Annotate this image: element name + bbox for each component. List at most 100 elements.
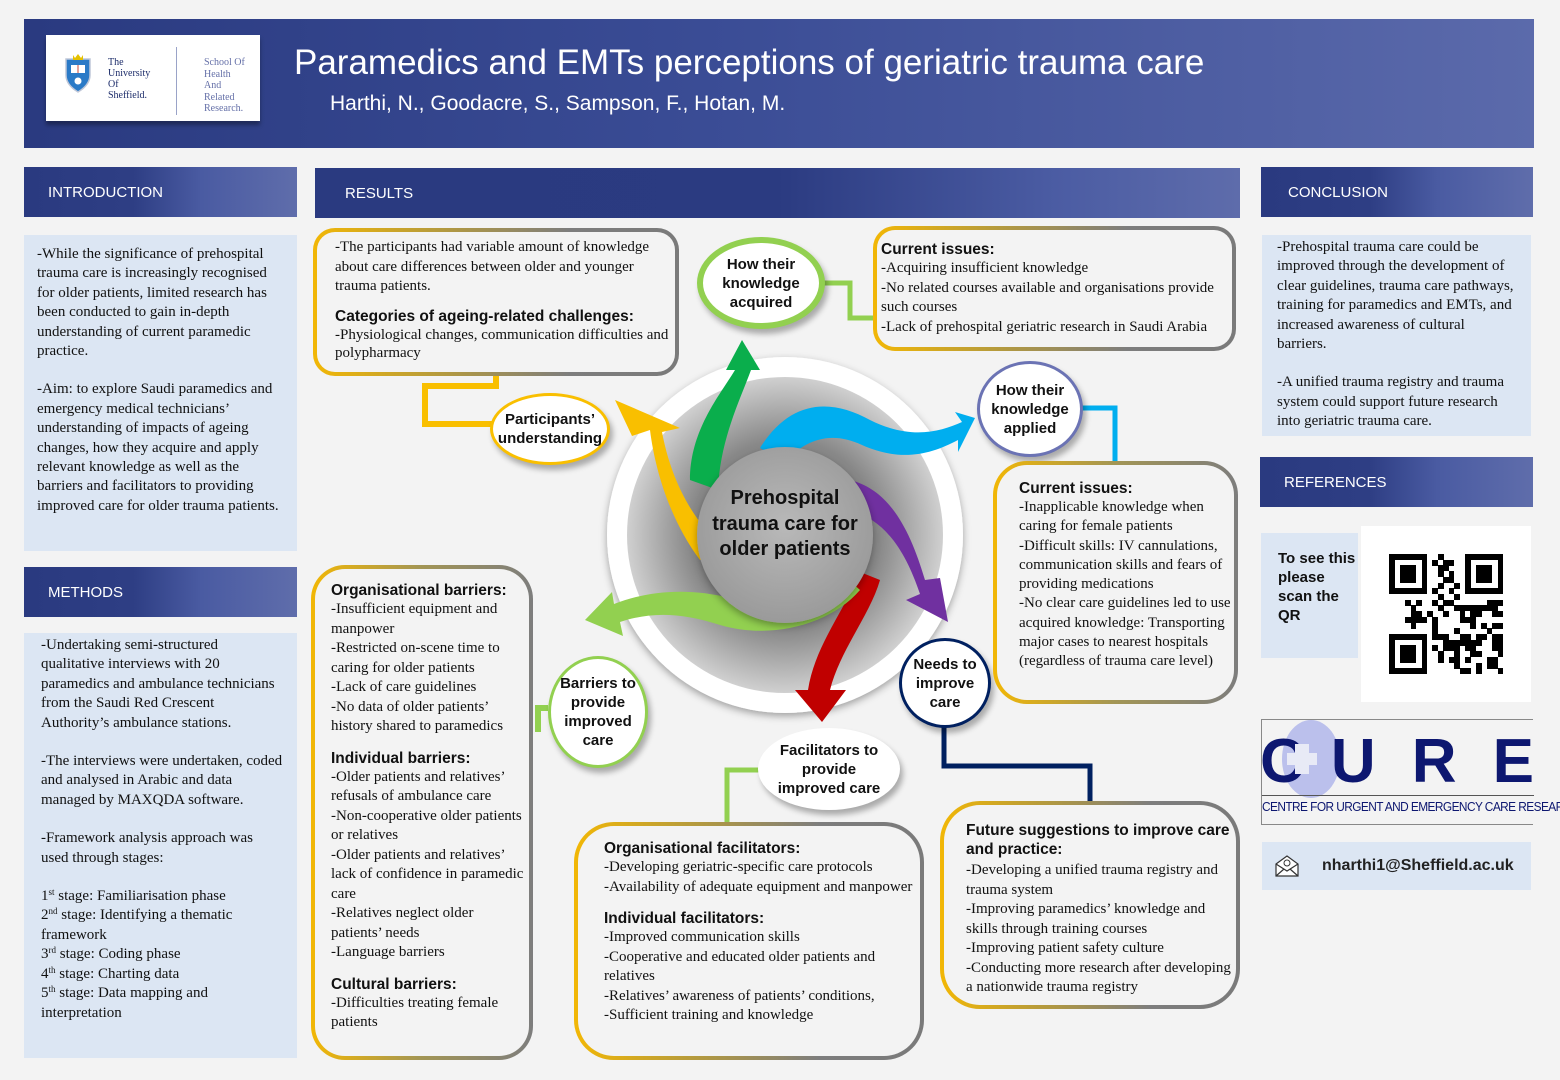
qr-module [1465,634,1471,640]
qr-module [1432,588,1439,595]
qr-module [1421,554,1428,560]
qr-module [1405,599,1411,606]
connector-applied [1082,405,1118,466]
qr-module [1459,616,1466,623]
qr-module [1492,554,1498,560]
arrow-purple [850,480,948,622]
qr-module [1492,662,1498,669]
qr-module [1470,588,1477,595]
qr-module [1389,582,1395,589]
qr-module [1399,565,1406,572]
qr-module [1410,656,1417,663]
node-label: Facilitators to provide improved care [777,741,881,797]
barriers-group-heading: Cultural barriers: [331,975,457,993]
university-name: The University Of Sheffield. [108,57,150,101]
cure-logo: C U R E CENTRE FOR URGENT AND EMERGENCY … [1260,719,1560,825]
qr-module [1421,662,1428,669]
qr-module [1410,616,1417,623]
qr-module [1459,668,1466,675]
qr-module [1416,588,1422,595]
qr-module [1405,656,1411,663]
qr-module [1448,599,1455,606]
qr-module [1421,651,1428,658]
connector-acquired [822,280,880,321]
qr-module [1486,571,1493,578]
qr-module [1465,559,1471,566]
qr-module [1459,634,1466,640]
logo-line: Health [204,68,231,80]
qr-module [1410,651,1417,658]
qr-module [1486,588,1493,595]
logo-line: Sheffield. [108,90,147,101]
facilitators-box: Organisational facilitators: -Developing… [574,822,924,1060]
cure-divider [1262,795,1534,796]
qr-module [1497,582,1504,589]
acquired-item: -Lack of prehospital geriatric research … [881,318,1208,335]
qr-module [1492,622,1498,629]
methods-panel: -Undertaking semi-structured qualitative… [24,633,297,1058]
poster-authors: Harthi, N., Goodacre, S., Sampson, F., H… [330,92,786,115]
facilitators-item: -Cooperative and educated older patients… [604,948,876,985]
qr-module [1475,662,1482,669]
qr-module [1443,599,1449,606]
qr-module [1470,639,1477,646]
qr-module [1454,605,1460,612]
qr-module [1437,594,1444,600]
qr-module [1470,651,1477,658]
qr-module [1492,588,1498,595]
university-logo: The University Of Sheffield. School Of H… [46,35,260,121]
qr-module [1470,611,1477,618]
node-label: Barriers to provide improved care [560,675,636,749]
qr-module [1405,576,1411,583]
qr-module [1481,571,1487,578]
conclusion-paragraph: -A unified trauma registry and trauma sy… [1277,374,1505,430]
qr-module [1497,668,1504,675]
cure-letter: E [1492,726,1534,796]
university-shield-icon [65,54,91,93]
qr-module [1405,588,1411,595]
barriers-group-heading: Organisational barriers: [331,582,507,599]
introduction-paragraph: -Aim: to explore Saudi paramedics and em… [37,381,279,514]
qr-module [1459,605,1466,612]
qr-module [1410,576,1417,583]
understanding-box: -The participants had variable amount of… [313,228,679,376]
conclusion-panel: -Prehospital trauma care could be improv… [1262,235,1531,436]
applied-item: -No clear care guidelines led to use acq… [1019,595,1231,670]
qr-module [1421,565,1428,572]
methods-stage: 3rd stage: Coding phase [41,945,181,963]
barriers-item: -Relatives neglect older patients’ needs [331,905,474,941]
qr-module [1416,616,1422,623]
qr-module [1492,611,1498,618]
qr-module [1492,639,1498,646]
envelope-icon [1275,855,1299,877]
qr-module [1454,651,1460,658]
acquired-item: -No related courses available and organi… [881,279,1214,316]
qr-module [1405,645,1411,652]
qr-module [1497,576,1504,583]
qr-module [1432,559,1439,566]
qr-module [1421,668,1428,675]
introduction-panel: -While the significance of prehospital t… [24,235,297,551]
qr-code[interactable] [1361,526,1531,702]
qr-module [1475,571,1482,578]
node-participants-understanding: Participants’ understanding [490,393,610,465]
barriers-item: -No data of older patients’ history shar… [331,698,504,735]
qr-module [1410,554,1417,560]
qr-module [1448,639,1455,646]
qr-module [1399,576,1406,583]
qr-module [1486,656,1493,663]
facilitators-group-heading: Organisational facilitators: [604,840,801,857]
qr-module [1497,634,1504,640]
connector-facilitators [724,767,760,822]
qr-module [1454,662,1460,669]
qr-module [1481,565,1487,572]
qr-module [1432,616,1439,623]
qr-module [1465,582,1471,589]
introduction-heading: INTRODUCTION [24,167,297,217]
contact-email[interactable]: nharthi1@Sheffield.ac.uk [1322,857,1514,874]
qr-module [1416,634,1422,640]
section-title: METHODS [48,583,123,601]
qr-module [1470,554,1477,560]
qr-module [1405,668,1411,675]
